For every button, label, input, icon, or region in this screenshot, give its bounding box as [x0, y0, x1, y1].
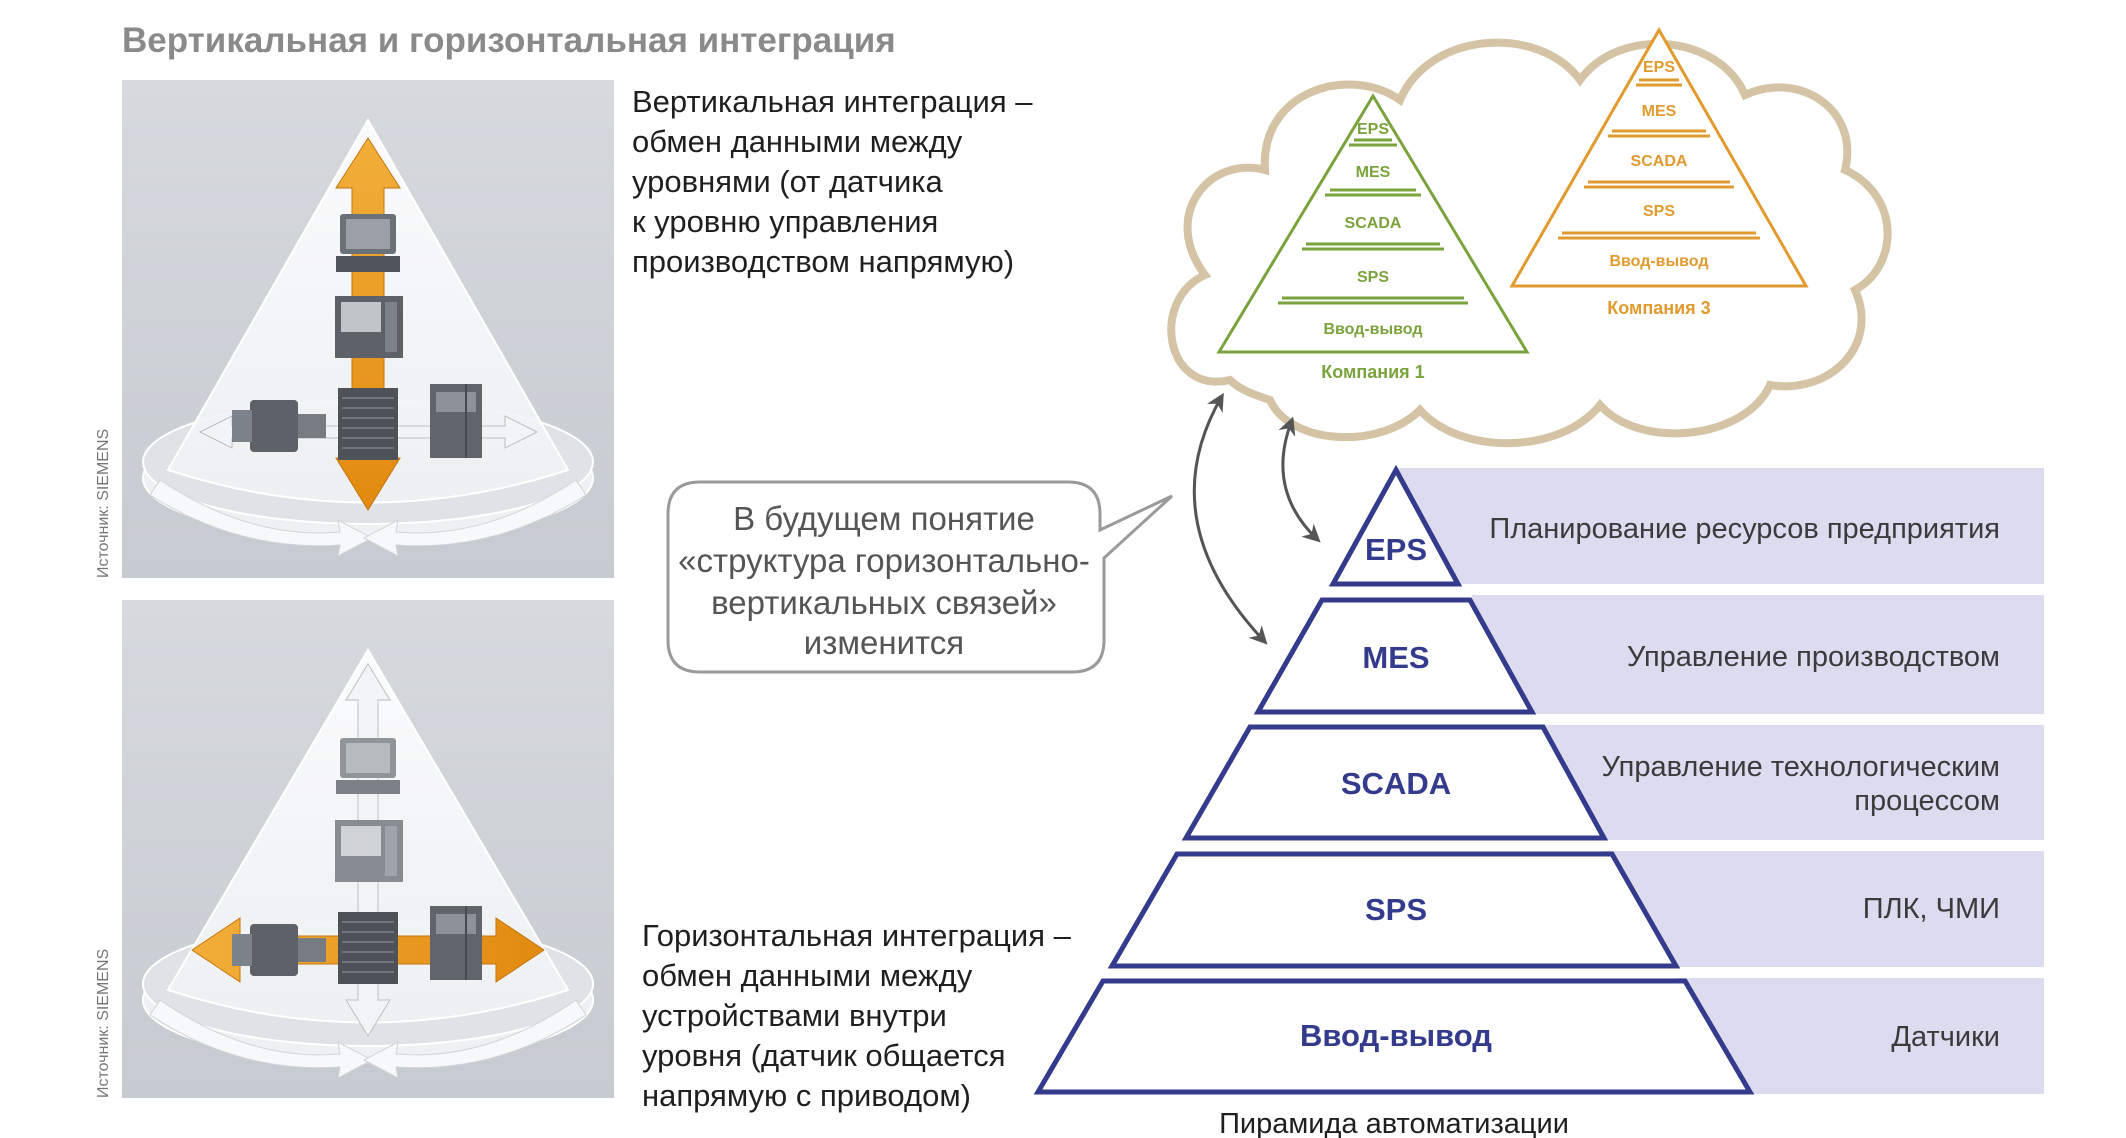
vertical-integration-illustration [122, 80, 614, 578]
company1-pyramid: EPS MES SCADA SPS Ввод-вывод Компания 1 [1216, 93, 1530, 382]
company3-label: Компания 3 [1607, 298, 1710, 318]
svg-text:«структура горизонтально-: «структура горизонтально- [678, 542, 1090, 579]
svg-text:SPS: SPS [1643, 203, 1675, 220]
pyramid-level-io: Ввод-вывод [1300, 1018, 1492, 1053]
vertical-image-credit: Источник: SIEMENS [95, 429, 112, 578]
horizontal-integration-description: Горизонтальная интеграция – обмен данным… [642, 918, 1072, 1113]
svg-text:SCADA: SCADA [1631, 153, 1688, 170]
svg-text:уровнями (от датчика: уровнями (от датчика [632, 164, 944, 199]
horizontal-integration-illustration [122, 600, 614, 1098]
company3-pyramid: EPS MES SCADA SPS Ввод-вывод Компания 3 [1509, 26, 1809, 318]
svg-text:Ввод-вывод: Ввод-вывод [1323, 321, 1422, 338]
svg-text:EPS: EPS [1357, 121, 1389, 138]
automation-pyramid: EPS MES SCADA SPS Ввод-вывод Планировани… [1033, 464, 2044, 1138]
svg-text:устройствами внутри: устройствами внутри [642, 998, 947, 1033]
pyramid-level-sps: SPS [1365, 892, 1427, 927]
horizontal-image-credit: Источник: SIEMENS [95, 949, 112, 1098]
band-sps-desc: ПЛК, ЧМИ [1863, 893, 2000, 925]
svg-text:MES: MES [1356, 164, 1391, 181]
vertical-integration-description: Вертикальная интеграция – обмен данными … [632, 84, 1033, 279]
band-scada-desc-2: процессом [1854, 785, 2000, 817]
svg-text:MES: MES [1642, 103, 1677, 120]
svg-text:SPS: SPS [1357, 269, 1389, 286]
pyramid-caption: Пирамида автоматизации [1219, 1108, 1569, 1138]
company1-label: Компания 1 [1321, 362, 1424, 382]
pyramid-level-mes: MES [1362, 640, 1429, 675]
pyramid-level-scada: SCADA [1341, 766, 1451, 801]
band-scada-desc-1: Управление технологическим [1602, 751, 2000, 783]
svg-text:EPS: EPS [1643, 59, 1675, 76]
band-mes-desc: Управление производством [1627, 641, 2000, 673]
band-io-desc: Датчики [1891, 1021, 2000, 1053]
svg-text:к уровню управления: к уровню управления [632, 204, 938, 239]
speech-bubble: В будущем понятие «структура горизонталь… [666, 480, 1174, 674]
svg-text:Горизонтальная интеграция –: Горизонтальная интеграция – [642, 918, 1072, 953]
svg-text:изменится: изменится [804, 624, 964, 661]
svg-text:производством напрямую): производством напрямую) [632, 244, 1014, 279]
svg-text:уровня (датчик общается: уровня (датчик общается [642, 1038, 1006, 1073]
band-eps-desc: Планирование ресурсов предприятия [1489, 513, 2000, 545]
svg-text:обмен данными между: обмен данными между [642, 958, 973, 993]
pyramid-level-eps: EPS [1365, 532, 1427, 567]
svg-text:В будущем понятие: В будущем понятие [733, 500, 1035, 537]
svg-text:Ввод-вывод: Ввод-вывод [1609, 253, 1708, 270]
svg-text:вертикальных связей»: вертикальных связей» [711, 584, 1057, 621]
svg-text:Вертикальная интеграция –: Вертикальная интеграция – [632, 84, 1033, 119]
svg-text:SCADA: SCADA [1345, 215, 1402, 232]
svg-text:напрямую с приводом): напрямую с приводом) [642, 1078, 971, 1113]
page-title: Вертикальная и горизонтальная интеграция [122, 21, 896, 60]
svg-text:обмен данными между: обмен данными между [632, 124, 963, 159]
connection-arrows [1192, 392, 1321, 645]
